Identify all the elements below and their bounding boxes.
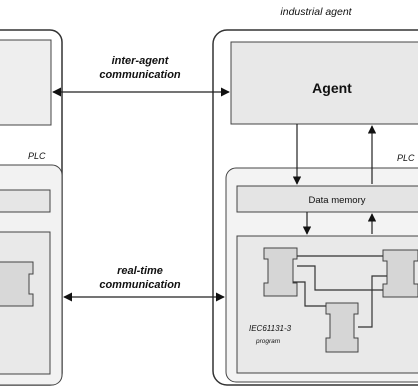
- industrial-agent-title: industrial agent: [280, 6, 352, 18]
- real-time-label-line1: real-time: [117, 265, 163, 277]
- left-plc-label: PLC: [28, 151, 46, 161]
- iec-program-label-line1: IEC61131-3: [249, 324, 292, 333]
- inter-agent-label-line2: communication: [99, 69, 181, 81]
- wire-2: [297, 265, 383, 291]
- inter-agent-label-line1: inter-agent: [112, 55, 170, 67]
- block-wires: [293, 255, 387, 328]
- function-block-1: [263, 247, 298, 297]
- left-data-memory-box: [0, 189, 51, 213]
- agent-label: Agent: [312, 80, 352, 96]
- left-function-block: [0, 261, 34, 307]
- left-industrial-agent: PLC: [0, 29, 63, 386]
- right-plc-label: PLC: [397, 153, 415, 163]
- right-industrial-agent: Agent PLC Data memory IEC61131-3 program: [212, 29, 418, 386]
- wire-3: [293, 281, 326, 307]
- function-block-3: [382, 249, 418, 298]
- agent-box: [230, 41, 418, 125]
- function-block-2: [325, 302, 359, 353]
- iec-program-label-line2: program: [255, 338, 281, 345]
- real-time-label-line2: communication: [99, 279, 181, 291]
- wire-4: [358, 275, 387, 328]
- data-memory-box: [236, 185, 418, 213]
- left-agent-box: [0, 39, 52, 126]
- data-memory-label: Data memory: [308, 195, 365, 206]
